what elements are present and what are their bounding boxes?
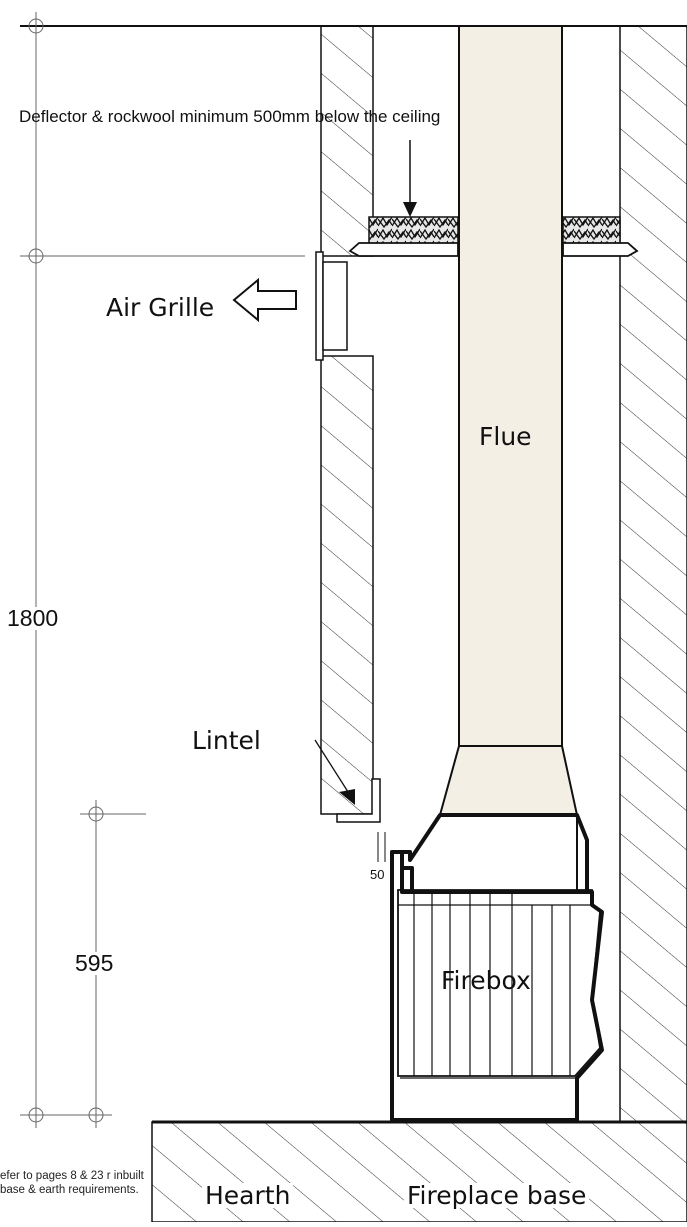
flue-pipe: [458, 25, 563, 747]
air-grille-label: Air Grille: [106, 293, 215, 322]
deflector-note: Deflector & rockwool minimum 500mm below…: [19, 107, 441, 126]
chimney-wall-lower: [320, 355, 374, 815]
deflector-left: [348, 242, 459, 257]
firebox-door: [397, 889, 601, 1077]
hearth-label: Hearth: [202, 1183, 294, 1208]
lintel-angle: [336, 778, 381, 823]
lintel-label: Lintel: [192, 726, 261, 755]
firebox-label: Firebox: [441, 966, 531, 995]
air-grille-frame: [315, 251, 324, 361]
dimension-595: 595: [72, 952, 117, 975]
chimney-wall-upper: [320, 25, 374, 257]
flue-cone: [438, 745, 579, 816]
hearth-requirements-note: efer to pages 8 & 23 r inbuilt base & ea…: [0, 1170, 144, 1196]
chimney-wall-right: [619, 25, 687, 1123]
air-grille-box: [322, 261, 348, 351]
dimension-50: 50: [370, 867, 385, 882]
air-flow-arrow: [232, 277, 297, 323]
flue-label: Flue: [479, 422, 532, 451]
firebox-body: [390, 850, 604, 1122]
deflector-right: [562, 242, 639, 257]
dimension-1800: 1800: [4, 607, 62, 630]
firebox-top: [400, 813, 589, 894]
fireplace-base-label: Fireplace base: [404, 1183, 590, 1208]
